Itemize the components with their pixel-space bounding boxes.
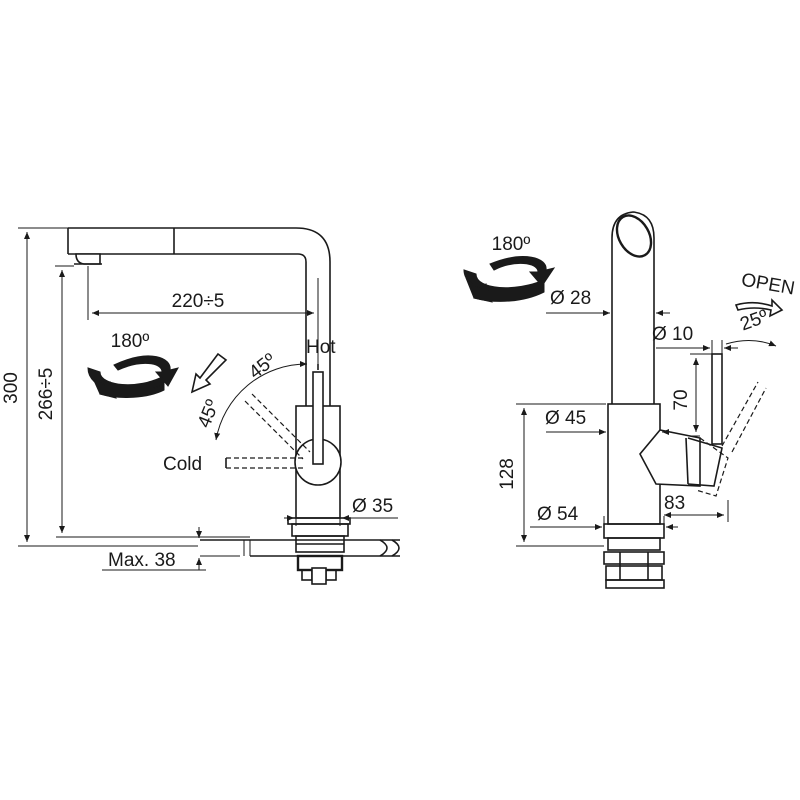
- label-open: OPEN: [740, 270, 797, 300]
- open-angle-indicator: OPEN 25º: [725, 270, 797, 347]
- label-rotation-right: 180º: [492, 234, 531, 255]
- label-diameter-10: Ø 10: [652, 324, 693, 345]
- dimension-lever-height: 70: [671, 353, 712, 437]
- dimension-reach: 220÷5: [87, 266, 319, 370]
- dimension-base-diameter-right: Ø 54: [530, 504, 678, 536]
- dimension-body-diameter: Ø 45: [545, 408, 672, 435]
- spout-front: [611, 211, 655, 404]
- right-front-view: 180º Ø 28 Ø 10 OPEN 25º: [463, 211, 797, 589]
- mounting-kit-front: [603, 537, 665, 589]
- lever-swivel-arrow: [190, 352, 228, 394]
- dimension-spout-height: 266÷5: [36, 265, 250, 538]
- dimension-lever-offset: 83: [659, 492, 729, 522]
- dimension-max-thickness: Max. 38: [102, 527, 206, 571]
- label-max-38: Max. 38: [108, 550, 176, 571]
- label-hot: Hot: [306, 337, 336, 358]
- label-height-300: 300: [1, 372, 22, 404]
- label-height-70: 70: [671, 389, 692, 410]
- label-cold: Cold: [163, 454, 202, 475]
- label-angle-hot: 45º: [245, 350, 280, 384]
- dimension-base-diameter-left: Ø 35: [284, 496, 398, 526]
- spout-rotation-180: 180º: [87, 331, 179, 399]
- label-diameter-45: Ø 45: [545, 408, 586, 429]
- faucet-body-front: [603, 353, 767, 539]
- label-diameter-54: Ø 54: [537, 504, 579, 525]
- spout-rotation-180-right: 180º: [463, 234, 556, 303]
- label-reach: 220÷5: [172, 291, 225, 312]
- label-height-266: 266÷5: [36, 368, 57, 421]
- label-offset-83: 83: [664, 493, 685, 514]
- mounting-kit: [291, 523, 349, 585]
- dimension-lever-diameter: Ø 10: [652, 324, 738, 356]
- label-diameter-35: Ø 35: [352, 496, 393, 517]
- countertop: [200, 539, 400, 557]
- left-side-view: 300 266÷5 220÷5 180º: [1, 227, 400, 585]
- label-angle-25: 25º: [737, 306, 771, 335]
- dimension-body-height: 128: [497, 403, 606, 547]
- label-rotation-left: 180º: [111, 331, 150, 352]
- label-height-128: 128: [497, 458, 518, 490]
- pull-out-spout: [67, 227, 331, 406]
- label-diameter-28: Ø 28: [550, 288, 591, 309]
- dimension-spout-diameter: Ø 28: [546, 288, 670, 316]
- dimension-total-height: 300: [1, 227, 198, 547]
